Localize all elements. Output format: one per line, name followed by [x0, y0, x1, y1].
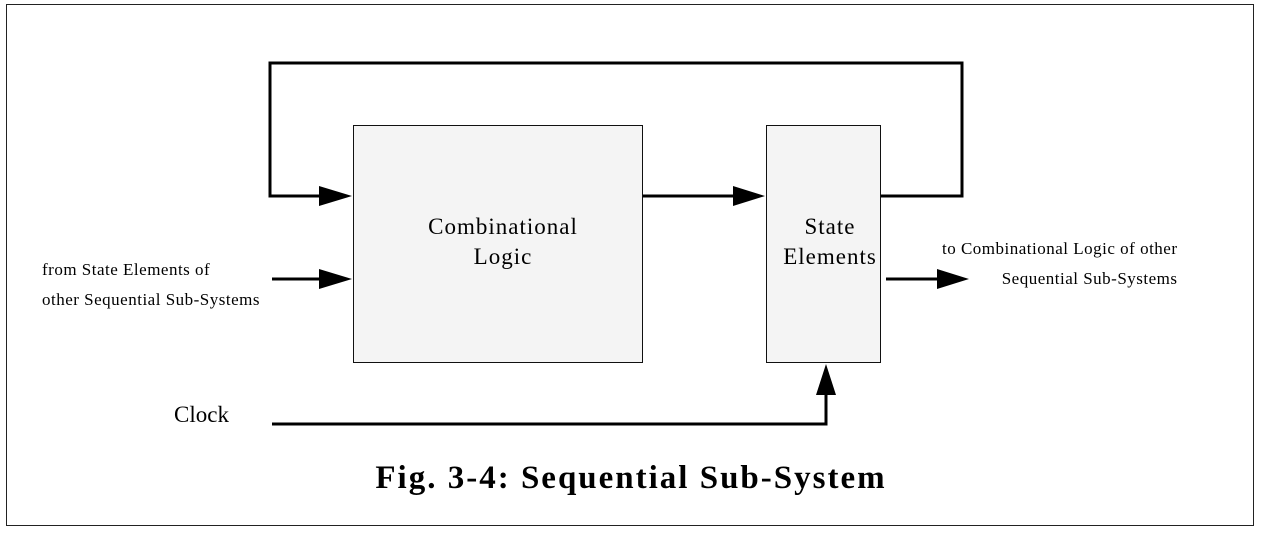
- external-input-label-line1: from State Elements of: [42, 260, 211, 279]
- feedback-arrowhead: [319, 186, 352, 206]
- combinational-logic-label: Combinational Logic: [353, 212, 653, 272]
- output-arrowhead: [937, 269, 969, 289]
- state-elements-block: [766, 125, 881, 363]
- external-input-label: from State Elements of other Sequential …: [42, 255, 260, 315]
- state-elements-label: State Elements: [766, 212, 894, 272]
- figure-frame: [6, 4, 1254, 526]
- clock-label: Clock: [174, 402, 229, 427]
- comb-to-state-arrowhead: [733, 186, 765, 206]
- combinational-logic-label-line1: Combinational: [428, 214, 578, 239]
- state-elements-label-line2: Elements: [783, 244, 877, 269]
- combinational-logic-block: [353, 125, 643, 363]
- external-input-arrowhead: [319, 269, 352, 289]
- figure-caption: Fig. 3-4: Sequential Sub-System: [375, 460, 887, 496]
- external-input-label-line2: other Sequential Sub-Systems: [42, 290, 260, 309]
- clock-arrowhead: [816, 364, 836, 395]
- clock-line: [272, 384, 828, 426]
- combinational-logic-label-line2: Logic: [473, 244, 533, 269]
- state-elements-label-line1: State: [804, 214, 856, 239]
- external-output-label-line2: Sequential Sub-Systems: [1001, 269, 1178, 288]
- external-output-label: to Combinational Logic of other Sequenti…: [942, 234, 1178, 294]
- external-output-label-line1: to Combinational Logic of other: [942, 239, 1178, 258]
- feedback-loop-line: [268, 61, 964, 198]
